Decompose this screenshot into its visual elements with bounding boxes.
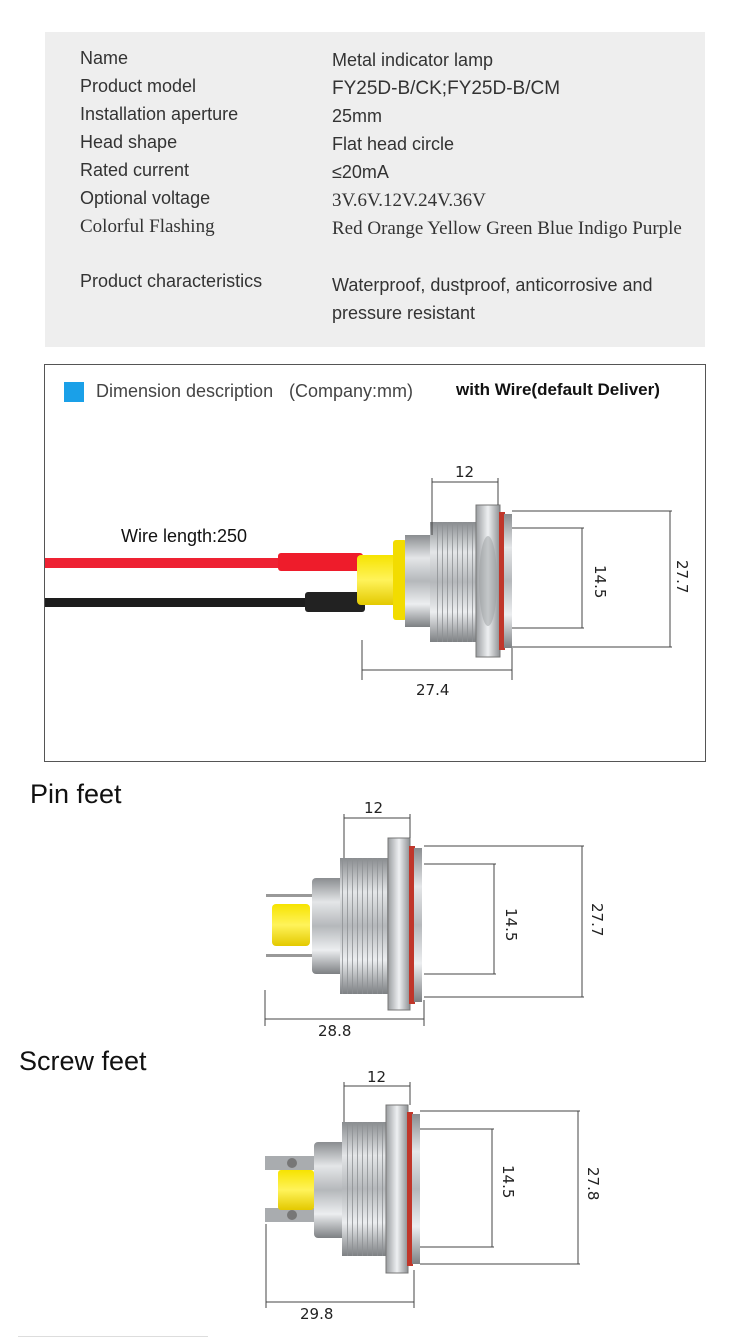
- wire-lamp-drawing: 12 14.5 27.7 27.4: [45, 463, 691, 699]
- spec-value: 3V.6V.12V.24V.36V: [332, 190, 486, 211]
- pin: [266, 954, 316, 957]
- spec-value: 25mm: [332, 106, 383, 126]
- pin: [266, 894, 316, 897]
- outer-dimension: 27.7: [673, 560, 691, 593]
- spec-label: Product characteristics: [80, 271, 263, 291]
- yellow-base: [357, 555, 397, 605]
- pin-feet-drawing: 12 14.5 27.7 28.8: [264, 799, 606, 1040]
- spec-label: Colorful Flashing: [80, 216, 215, 237]
- width-dimension: 12: [364, 799, 383, 817]
- screw-feet-heading: Screw feet: [19, 1046, 147, 1076]
- unit-note: (Company:mm): [289, 381, 414, 401]
- inner-dimension: 14.5: [499, 1165, 517, 1198]
- dimension-title: Dimension description: [96, 381, 274, 401]
- spec-value: Flat head circle: [332, 134, 455, 154]
- spec-label: Name: [80, 48, 129, 68]
- spec-label: Rated current: [80, 160, 190, 180]
- spec-value: Red Orange Yellow Green Blue Indigo Purp…: [332, 218, 682, 239]
- width-dimension: 12: [367, 1068, 386, 1086]
- width-dimension: 12: [455, 463, 474, 481]
- spec-table: Name Metal indicator lamp Product model …: [45, 32, 705, 347]
- inner-dimension: 14.5: [502, 908, 520, 941]
- spec-label: Installation aperture: [80, 104, 239, 124]
- spec-value: ≤20mA: [332, 162, 389, 182]
- black-wire: [45, 598, 315, 607]
- red-wire: [45, 558, 285, 568]
- length-dimension: 28.8: [318, 1022, 351, 1040]
- length-dimension: 29.8: [300, 1305, 333, 1323]
- inner-dimension: 14.5: [591, 565, 609, 598]
- outer-dimension: 27.8: [584, 1167, 602, 1200]
- wire-default-note: with Wire(default Deliver): [456, 380, 660, 399]
- spec-label: Optional voltage: [80, 188, 211, 208]
- wire-length-label: Wire length:250: [121, 526, 248, 546]
- footer-divider: [18, 1336, 208, 1337]
- length-dimension: 27.4: [416, 681, 449, 699]
- pin-feet-heading: Pin feet: [30, 779, 122, 809]
- spec-value: Waterproof, dustproof, anticorrosive and…: [332, 275, 653, 323]
- spec-label: Product model: [80, 76, 197, 96]
- spec-value: Metal indicator lamp: [332, 50, 494, 70]
- spec-value: FY25D-B/CK;FY25D-B/CM: [332, 78, 561, 99]
- screw-feet-drawing: 12 14.5 27.8 29.8: [265, 1068, 602, 1323]
- outer-dimension: 27.7: [588, 903, 606, 936]
- blue-square-icon: [64, 382, 84, 402]
- spec-label: Head shape: [80, 132, 178, 152]
